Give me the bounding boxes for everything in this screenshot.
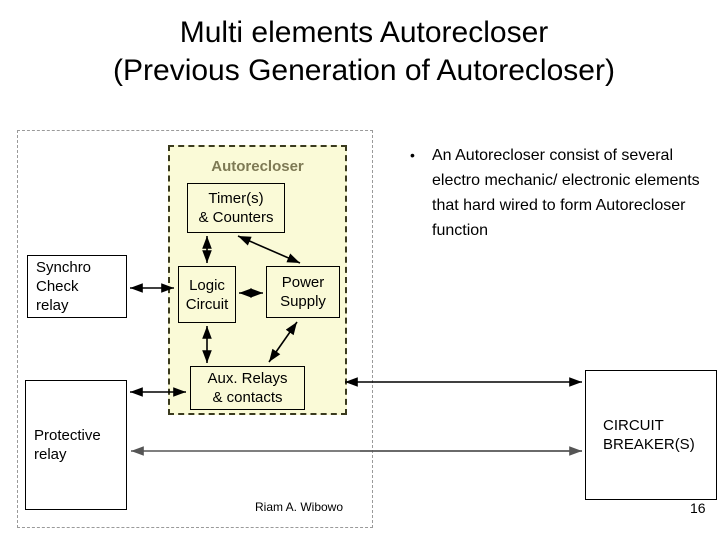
- title-line-1: Multi elements Autorecloser: [179, 16, 549, 49]
- notes-block: • An Autorecloser consist of several ele…: [410, 143, 710, 243]
- footer-author: Riam A. Wibowo: [255, 500, 344, 514]
- bullet-marker-icon: •: [410, 147, 415, 163]
- block-circuit-breakers[interactable]: CIRCUIT BREAKER(S): [585, 370, 717, 500]
- autorecloser-group-label: Autorecloser: [211, 158, 304, 175]
- block-synchro-check-relay[interactable]: Synchro Check relay: [27, 255, 127, 318]
- block-logic-circuit[interactable]: Logic Circuit: [178, 266, 236, 323]
- bullet-text: An Autorecloser consist of several elect…: [432, 147, 700, 239]
- block-protective-relay[interactable]: Protective relay: [25, 380, 127, 510]
- page-number: 16: [690, 500, 706, 516]
- page-title: Multi elements Autorecloser (Previous Ge…: [40, 14, 688, 90]
- system-boundary: [17, 130, 373, 528]
- title-line-2: (Previous Generation of Autorecloser): [113, 54, 615, 87]
- block-power-supply[interactable]: Power Supply: [266, 266, 340, 318]
- bullet-item: • An Autorecloser consist of several ele…: [410, 143, 710, 243]
- block-timer-counters[interactable]: Timer(s) & Counters: [187, 183, 285, 233]
- block-aux-relays[interactable]: Aux. Relays & contacts: [190, 366, 305, 410]
